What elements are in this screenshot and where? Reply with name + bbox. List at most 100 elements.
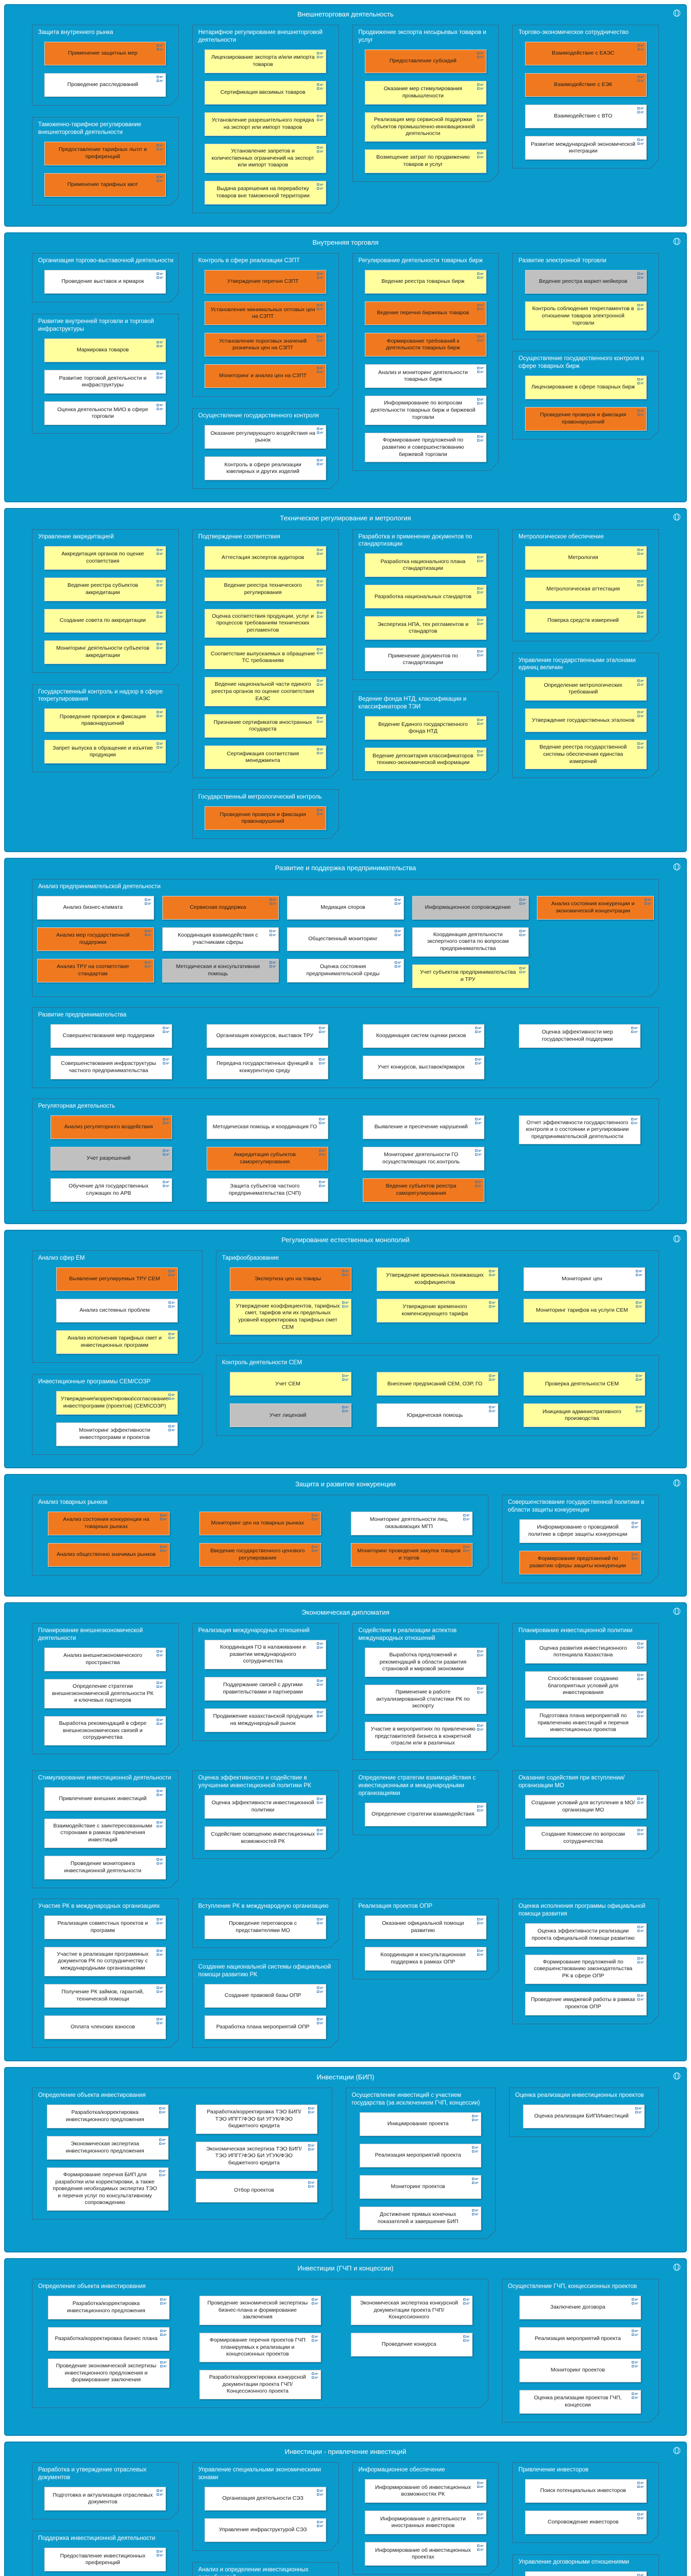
task-box[interactable]: Проведение экономической экспертизы инве… — [47, 2359, 170, 2388]
subtree-list-icon[interactable] — [477, 556, 484, 565]
task-box[interactable]: Анализ исполнения тарифных смет и инвест… — [56, 1330, 178, 1354]
subtree-list-icon[interactable] — [157, 273, 163, 282]
subtree-list-icon[interactable] — [157, 176, 163, 185]
task-box[interactable]: Оказание мер стимулирования промышленост… — [364, 81, 486, 105]
task-box[interactable]: Мониторинг цен на товарных рынках — [199, 1512, 321, 1536]
subtree-list-icon[interactable] — [317, 548, 324, 558]
subtree-list-icon[interactable] — [632, 2298, 638, 2308]
subtree-list-icon[interactable] — [342, 1375, 349, 1384]
subtree-list-icon[interactable] — [637, 2574, 644, 2576]
subtree-list-icon[interactable] — [637, 1994, 644, 2004]
task-box[interactable]: Мониторинг деятельности субъектов аккред… — [44, 640, 166, 664]
subtree-list-icon[interactable] — [311, 2335, 318, 2345]
task-box[interactable]: Информирование о деятельности иностранны… — [364, 2511, 486, 2535]
task-box[interactable]: Проведение проверок и фиксация правонару… — [205, 806, 327, 831]
task-box[interactable]: Реализация мер сервисной поддержки субъе… — [364, 112, 486, 142]
task-box[interactable]: Отбор проектов — [195, 2178, 317, 2202]
task-box[interactable]: Подготовка плана мероприятий по привлече… — [525, 1708, 647, 1738]
task-box[interactable]: Содействие освещению инвестиционных возм… — [205, 1826, 327, 1850]
task-box[interactable]: Анализ состояния конкуренции на товарных… — [47, 1512, 170, 1536]
subtree-list-icon[interactable] — [308, 2107, 315, 2116]
subtree-list-icon[interactable] — [477, 304, 484, 313]
subtree-list-icon[interactable] — [477, 2482, 484, 2491]
subtree-list-icon[interactable] — [157, 404, 163, 413]
subtree-list-icon[interactable] — [318, 1058, 326, 1067]
task-box[interactable]: Общественный мониторинг — [287, 927, 404, 951]
subtree-list-icon[interactable] — [477, 750, 484, 759]
subtree-list-icon[interactable] — [157, 548, 163, 558]
subtree-list-icon[interactable] — [157, 2550, 163, 2560]
subtree-list-icon[interactable] — [637, 548, 644, 558]
subtree-list-icon[interactable] — [477, 650, 484, 659]
subtree-list-icon[interactable] — [162, 1180, 170, 1190]
task-box[interactable]: Ведение Единого государственного фонда Н… — [364, 716, 486, 740]
task-box[interactable]: Продвижение казахстанской продукции на м… — [205, 1708, 327, 1733]
task-box[interactable]: Заключение договора — [519, 2296, 642, 2320]
subtree-list-icon[interactable] — [394, 961, 401, 971]
task-box[interactable]: Взаимодействие с ВТО — [525, 105, 647, 129]
task-box[interactable]: Оценка эффективности мер государственной… — [519, 1024, 641, 1048]
subtree-list-icon[interactable] — [635, 2107, 642, 2116]
task-box[interactable]: Сопровождение инвесторов — [525, 2511, 647, 2535]
task-box[interactable]: Участие в мероприятиях по привлечению пр… — [364, 1721, 486, 1751]
task-box[interactable]: Ведение национальной части единого реест… — [205, 677, 327, 707]
subtree-list-icon[interactable] — [317, 428, 324, 437]
task-box[interactable]: Учет лицензий — [229, 1403, 351, 1428]
task-box[interactable]: Выявление регулируемых ТРУ СЕМ — [56, 1267, 178, 1291]
subtree-list-icon[interactable] — [318, 1180, 326, 1190]
subtree-list-icon[interactable] — [637, 273, 644, 282]
task-box[interactable]: Определение стратегии внешнеэкономическо… — [44, 1679, 166, 1708]
task-box[interactable]: Управление инфраструктурой СЭЗ — [205, 2518, 327, 2543]
task-box[interactable]: Разработка плана мероприятий ОПР — [205, 2015, 327, 2039]
subtree-list-icon[interactable] — [477, 1949, 484, 1959]
subtree-list-icon[interactable] — [157, 1682, 163, 1691]
task-box[interactable]: Анализ регуляторного воздействия — [50, 1115, 172, 1139]
task-box[interactable]: Анализ системных проблем — [56, 1298, 178, 1323]
subtree-list-icon[interactable] — [637, 1797, 644, 1807]
subtree-list-icon[interactable] — [160, 2298, 167, 2308]
subtree-list-icon[interactable] — [519, 898, 526, 908]
subtree-list-icon[interactable] — [636, 1269, 643, 1279]
task-box[interactable]: Проведение экономической экспертизы бизн… — [199, 2296, 321, 2325]
subtree-list-icon[interactable] — [637, 304, 644, 313]
task-box[interactable]: Установление разрешительного порядка на … — [205, 112, 327, 137]
task-box[interactable]: Информационное сопровождение — [412, 895, 529, 920]
task-box[interactable]: Разработка национальных стандартов — [364, 585, 486, 609]
subtree-list-icon[interactable] — [637, 378, 644, 387]
task-box[interactable]: Лицензирование экспорта и/или импорта то… — [205, 49, 327, 74]
subtree-list-icon[interactable] — [477, 398, 484, 408]
subtree-list-icon[interactable] — [159, 2170, 166, 2179]
task-box[interactable]: Ведение контрактов — [525, 2571, 647, 2576]
subtree-list-icon[interactable] — [472, 2209, 479, 2218]
subtree-list-icon[interactable] — [157, 372, 163, 382]
task-box[interactable]: Выработка рекомендаций в сфере внешнеэко… — [44, 1716, 166, 1745]
task-box[interactable]: Разработка/корректировка конкурсной доку… — [199, 2369, 321, 2399]
task-box[interactable]: Мониторинг проектов — [519, 2359, 642, 2383]
subtree-list-icon[interactable] — [637, 139, 644, 148]
subtree-list-icon[interactable] — [477, 52, 484, 61]
subtree-list-icon[interactable] — [477, 435, 484, 445]
subtree-list-icon[interactable] — [477, 2513, 484, 2522]
subtree-list-icon[interactable] — [168, 1332, 175, 1342]
task-box[interactable]: Создание условий для вступление в МО/орг… — [525, 1794, 647, 1819]
subtree-list-icon[interactable] — [157, 2489, 163, 2499]
subtree-list-icon[interactable] — [157, 1949, 163, 1959]
task-box[interactable]: Проведение имиджевой работы в рамках про… — [525, 1991, 647, 2015]
subtree-list-icon[interactable] — [342, 1301, 349, 1311]
task-box[interactable]: Оценка соответствия продукции, услуг и п… — [205, 608, 327, 638]
subtree-list-icon[interactable] — [317, 367, 324, 376]
task-box[interactable]: Оценка эффективности реализации проекта … — [525, 1923, 647, 1947]
subtree-list-icon[interactable] — [318, 1117, 326, 1127]
task-box[interactable]: Анализ бизнес-климата — [37, 895, 154, 920]
task-box[interactable]: Мониторинг эффективности инвестпрограмм … — [56, 1422, 178, 1446]
task-box[interactable]: Экономическая экспертиза ТЭО БИП/ТЭО ИПГ… — [195, 2141, 317, 2171]
subtree-list-icon[interactable] — [162, 1026, 170, 1036]
task-box[interactable]: Анализ ТРУ на соответствие стандартам — [37, 958, 154, 982]
subtree-list-icon[interactable] — [477, 83, 484, 93]
subtree-list-icon[interactable] — [488, 1375, 496, 1384]
subtree-list-icon[interactable] — [168, 1269, 175, 1279]
task-box[interactable]: Мониторинг цен — [524, 1267, 646, 1291]
task-box[interactable]: Установление минимальных оптовых цен на … — [205, 301, 327, 326]
subtree-list-icon[interactable] — [477, 587, 484, 597]
task-box[interactable]: Введение государственного ценового регул… — [199, 1543, 321, 1567]
